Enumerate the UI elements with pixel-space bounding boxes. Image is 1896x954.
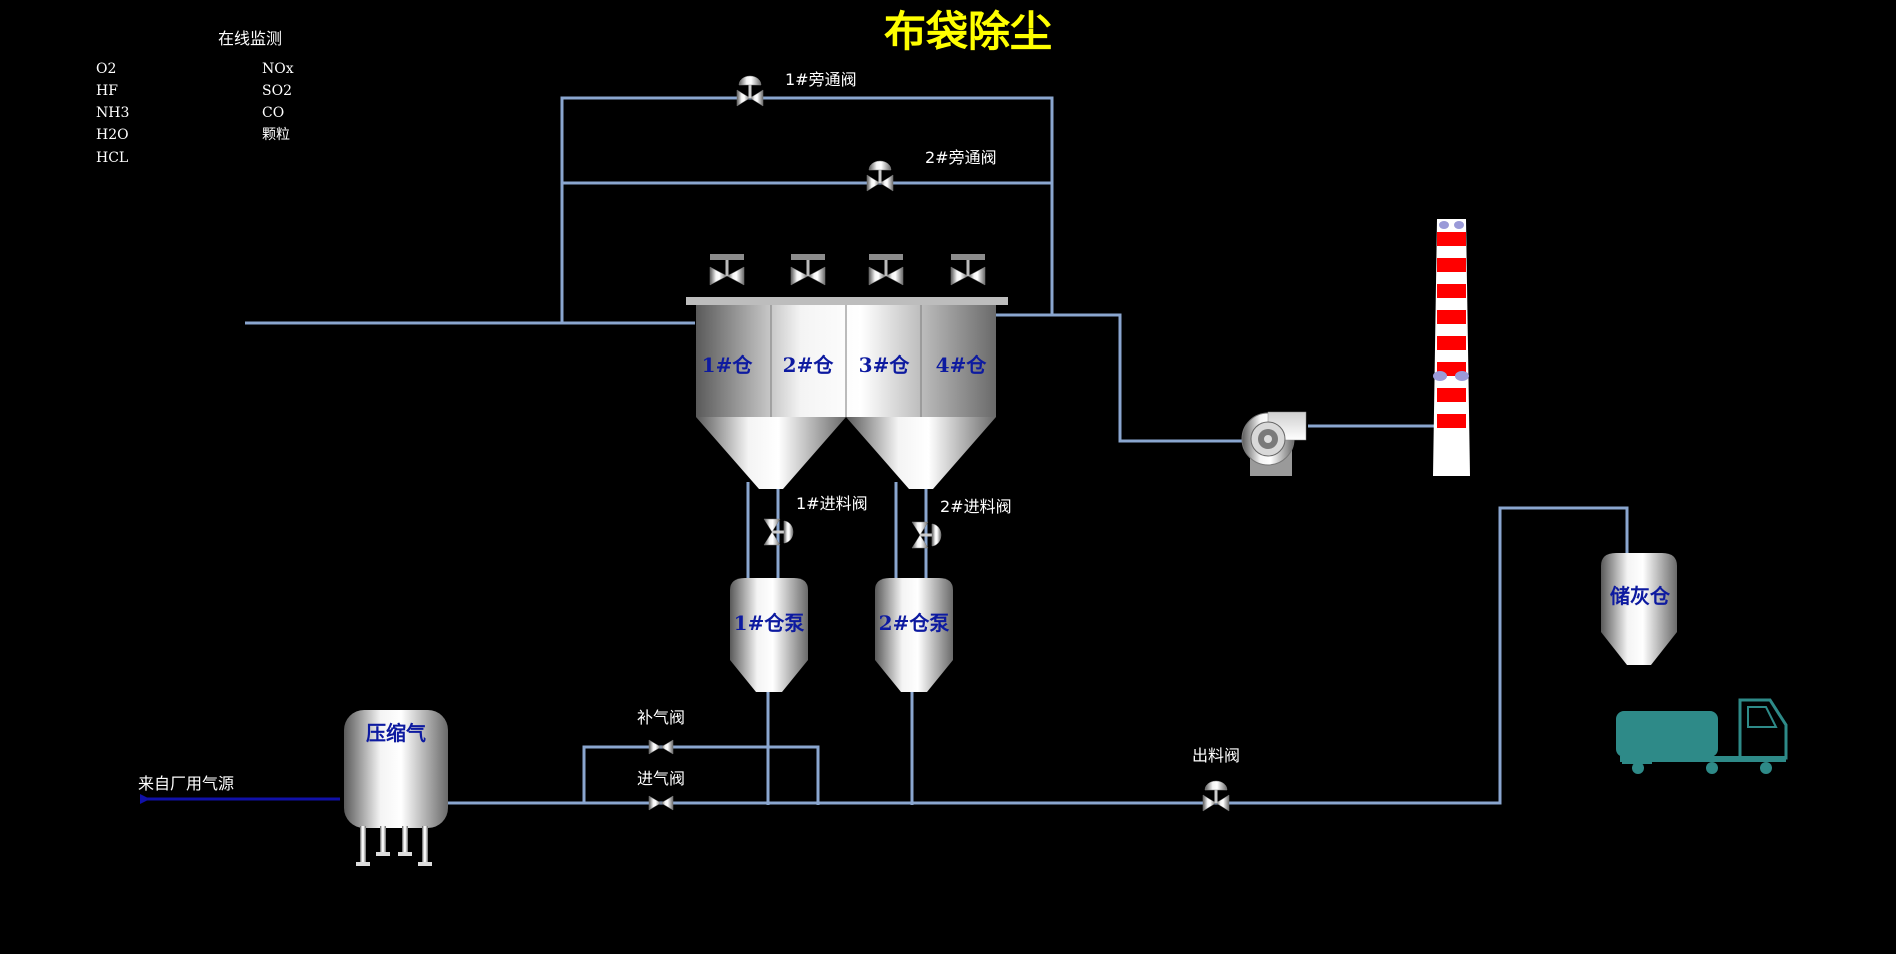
feed-valve-1[interactable]: 1#进料阀 <box>763 494 868 546</box>
baghouse: 1#仓 2#仓 3#仓 4#仓 <box>686 297 1008 489</box>
air-source-label: 来自厂用气源 <box>138 774 234 793</box>
feed-valve-2[interactable]: 2#进料阀 <box>911 497 1012 549</box>
feed-valve-1-label: 1#进料阀 <box>796 494 868 513</box>
chimney <box>1433 219 1470 476</box>
hopper-1 <box>696 417 846 489</box>
bin-valve-3[interactable] <box>868 253 904 286</box>
baghouse-top-plate <box>686 297 1008 305</box>
fan-icon[interactable] <box>1241 411 1307 476</box>
discharge-valve[interactable]: 出料阀 <box>1192 746 1240 812</box>
monitor-item-co: CO <box>262 105 284 121</box>
bin-4-label: 4#仓 <box>936 353 988 377</box>
air-source-arrow-icon <box>140 794 150 804</box>
ash-storage-silo: 储灰仓 <box>1601 553 1677 665</box>
feed-valve-2-label: 2#进料阀 <box>940 497 1012 516</box>
monitor-item-nox: NOx <box>262 61 294 77</box>
monitor-item-nh3: NH3 <box>96 105 129 121</box>
monitor-item-particulate: 颗粒 <box>262 127 290 143</box>
bin-valve-4[interactable] <box>950 253 986 286</box>
monitor-item-so2: SO2 <box>262 83 292 99</box>
hopper-2 <box>846 417 996 489</box>
online-monitor-panel: 在线监测 O2 HF NH3 H2O HCL NOx SO2 CO 颗粒 <box>96 29 294 166</box>
bin-pump-2: 2#仓泵 <box>875 578 953 692</box>
compressed-air-label: 压缩气 <box>366 721 426 745</box>
bin-valve-2[interactable] <box>790 253 826 286</box>
monitor-item-h2o: H2O <box>96 127 129 143</box>
bypass-valve-1[interactable]: 1#旁通阀 <box>736 70 857 107</box>
supply-valve-label: 补气阀 <box>637 708 685 727</box>
bin-pump-1: 1#仓泵 <box>730 578 808 692</box>
bin-2-label: 2#仓 <box>783 353 835 377</box>
bin-pump-1-label: 1#仓泵 <box>734 611 805 635</box>
bin-pump-2-label: 2#仓泵 <box>879 611 950 635</box>
bin-valve-1[interactable] <box>709 253 745 286</box>
monitor-item-hcl: HCL <box>96 150 128 166</box>
bypass-valve-2[interactable]: 2#旁通阀 <box>866 148 997 192</box>
bin-1-label: 1#仓 <box>702 353 754 377</box>
discharge-valve-label: 出料阀 <box>1192 746 1240 765</box>
monitor-item-hf: HF <box>96 83 118 99</box>
intake-valve-label: 进气阀 <box>637 769 685 788</box>
bypass-valve-1-label: 1#旁通阀 <box>785 70 857 89</box>
truck-icon <box>1616 698 1788 774</box>
page-title: 布袋除尘 <box>884 7 1052 56</box>
pipe-network <box>245 96 1629 805</box>
monitor-heading: 在线监测 <box>218 29 282 48</box>
bin-3-label: 3#仓 <box>859 353 911 377</box>
intake-valve[interactable]: 进气阀 <box>637 769 685 811</box>
supply-valve[interactable]: 补气阀 <box>637 708 685 755</box>
compressed-air-tank: 压缩气 <box>344 710 448 866</box>
monitor-item-o2: O2 <box>96 61 116 77</box>
ash-storage-label: 储灰仓 <box>1610 584 1671 608</box>
bypass-valve-2-label: 2#旁通阀 <box>925 148 997 167</box>
